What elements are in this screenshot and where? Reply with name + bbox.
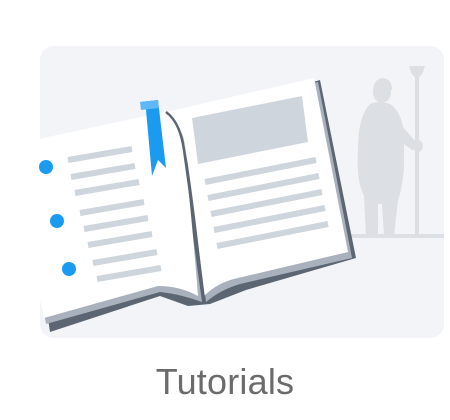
book-spine	[165, 110, 206, 301]
person-with-staff-icon	[350, 66, 444, 238]
bullet-3	[62, 262, 76, 276]
left-page	[6, 112, 198, 318]
bookmark-ribbon-icon	[140, 100, 166, 176]
bullet-2	[50, 214, 64, 228]
picture-block	[192, 96, 308, 164]
tutorials-illustration	[6, 46, 444, 338]
left-page-text-lines	[67, 146, 162, 282]
right-page-text-lines	[204, 157, 329, 249]
bullet-1	[39, 160, 53, 174]
open-book-icon	[6, 78, 356, 332]
tile-title: Tutorials	[155, 361, 295, 402]
